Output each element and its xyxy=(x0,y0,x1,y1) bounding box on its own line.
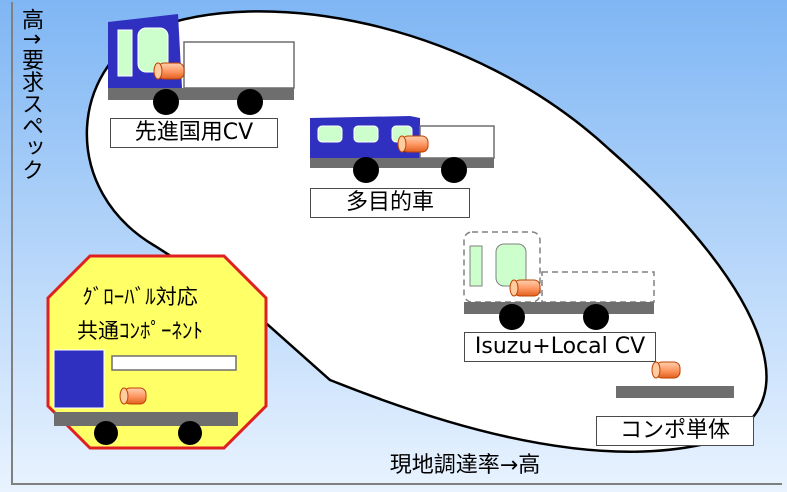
chassis xyxy=(464,302,654,314)
chassis-bar xyxy=(616,386,734,398)
component-icon xyxy=(397,135,429,153)
window-front xyxy=(137,27,169,73)
label-component-only: コンポ単体 xyxy=(596,416,754,446)
component-icon xyxy=(509,279,541,297)
chassis xyxy=(310,158,494,168)
wheel-rear xyxy=(441,157,467,183)
label-multipurpose: 多目的車 xyxy=(310,188,470,218)
cab-outline-dashed xyxy=(463,231,541,303)
component-icon xyxy=(651,361,681,379)
callout-line-1: ｸﾞﾛｰﾊﾞﾙ対応 xyxy=(82,285,198,309)
axes-frame xyxy=(11,2,782,485)
wheel-front xyxy=(499,304,525,330)
wheel-front xyxy=(153,89,179,115)
callout-component xyxy=(119,387,147,405)
y-axis-label: 高↑要求スペック xyxy=(18,8,43,181)
x-axis-label: 現地調達率→高 xyxy=(389,453,541,478)
truck-local-cv xyxy=(463,231,655,330)
callout-truck xyxy=(53,349,238,445)
callout-wheel-front xyxy=(94,421,118,445)
cargo-box xyxy=(419,125,495,159)
callout-cab xyxy=(53,349,105,409)
callout-wheel-rear xyxy=(178,421,202,445)
label-local-cv: Isuzu+Local CV xyxy=(464,332,656,362)
truck-multipurpose xyxy=(310,116,495,183)
window-2 xyxy=(353,125,379,143)
wheel-rear xyxy=(237,89,263,115)
window-side xyxy=(469,245,483,287)
component-standalone xyxy=(616,361,734,398)
chassis xyxy=(108,88,294,100)
callout-chassis xyxy=(54,412,238,426)
component-icon xyxy=(153,62,185,80)
window-side xyxy=(117,29,133,77)
wheel-rear xyxy=(583,304,609,330)
truck-advanced-cv xyxy=(108,14,295,115)
cargo-box xyxy=(183,41,295,89)
wheel-front xyxy=(353,157,379,183)
cargo-box-dashed xyxy=(541,271,655,303)
window-1 xyxy=(317,125,343,143)
callout-line-2: 共通ｺﾝﾎﾟｰﾈﾝﾄ xyxy=(77,319,203,343)
callout-text: ｸﾞﾛｰﾊﾞﾙ対応 共通ｺﾝﾎﾟｰﾈﾝﾄ xyxy=(40,280,240,348)
label-advanced-cv: 先進国用CV xyxy=(110,118,278,148)
callout-cargo xyxy=(111,355,237,371)
